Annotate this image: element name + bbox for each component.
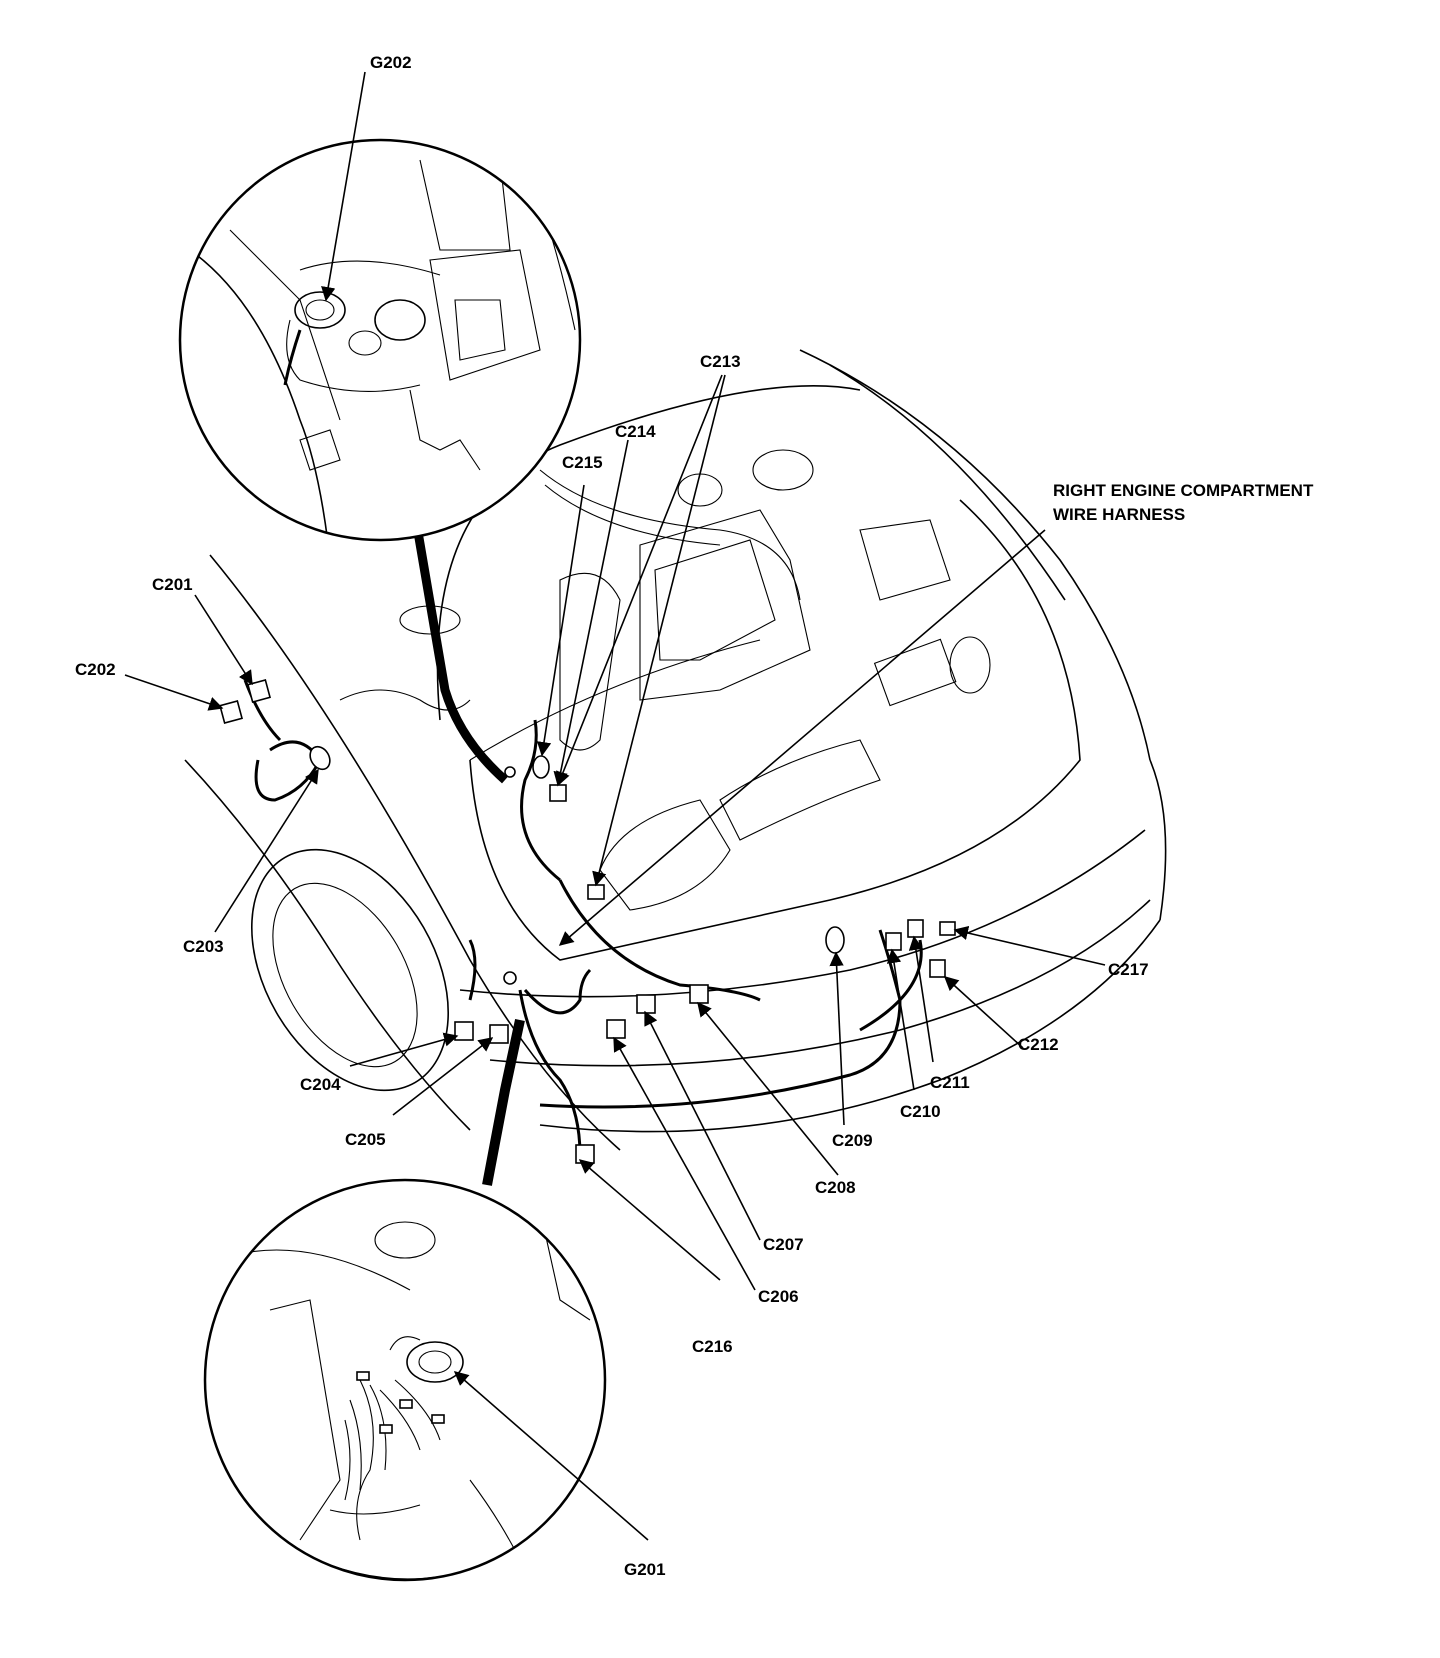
ground-point-g202 [504, 766, 516, 778]
connector-c204 [454, 1021, 474, 1041]
label-g202: G202 [370, 53, 412, 72]
label-g201: G201 [624, 1560, 666, 1579]
engine-bay [339, 449, 991, 911]
label-harness-line1: RIGHT ENGINE COMPARTMENT [1053, 481, 1314, 500]
connector-c203 [309, 745, 331, 771]
label-c206: C206 [758, 1287, 799, 1306]
connector-c211 [907, 919, 924, 938]
label-c203: C203 [183, 937, 224, 956]
label-c208: C208 [815, 1178, 856, 1197]
label-c215: C215 [562, 453, 603, 472]
connector-c205 [489, 1024, 509, 1044]
connector-c201 [246, 678, 272, 704]
inset-g201 [203, 1178, 607, 1582]
connector-c216 [575, 1144, 595, 1164]
leader-lines [124, 71, 1106, 1541]
label-c210: C210 [900, 1102, 941, 1121]
connector-c209 [825, 926, 845, 954]
label-c205: C205 [345, 1130, 386, 1149]
wire-harness [243, 531, 923, 1186]
connector-c215 [532, 755, 550, 779]
label-c204: C204 [300, 1075, 341, 1094]
labels: G202 G201 C201 C202 C203 C204 C205 C206 … [75, 53, 1314, 1579]
label-c209: C209 [832, 1131, 873, 1150]
connector-c213 [587, 884, 605, 900]
connector-c202 [218, 699, 244, 725]
connector-c210 [885, 932, 902, 951]
label-c214: C214 [615, 422, 656, 441]
label-c211: C211 [930, 1073, 970, 1092]
inset-g202 [178, 138, 582, 542]
connector-c214 [549, 784, 567, 802]
label-c202: C202 [75, 660, 116, 679]
connector-c208 [689, 984, 709, 1004]
label-harness-line2: WIRE HARNESS [1053, 505, 1185, 524]
ground-point-g201 [503, 971, 517, 985]
connectors [218, 678, 956, 1164]
connector-c217 [939, 921, 956, 936]
label-c213: C213 [700, 352, 741, 371]
connector-c212 [929, 959, 946, 978]
connector-c206 [606, 1019, 626, 1039]
label-c212: C212 [1018, 1035, 1059, 1054]
label-c207: C207 [763, 1235, 804, 1254]
label-c217: C217 [1108, 960, 1149, 979]
car-body [184, 349, 1167, 1151]
label-c216: C216 [692, 1337, 733, 1356]
label-c201: C201 [152, 575, 193, 594]
connector-c207 [636, 994, 656, 1014]
